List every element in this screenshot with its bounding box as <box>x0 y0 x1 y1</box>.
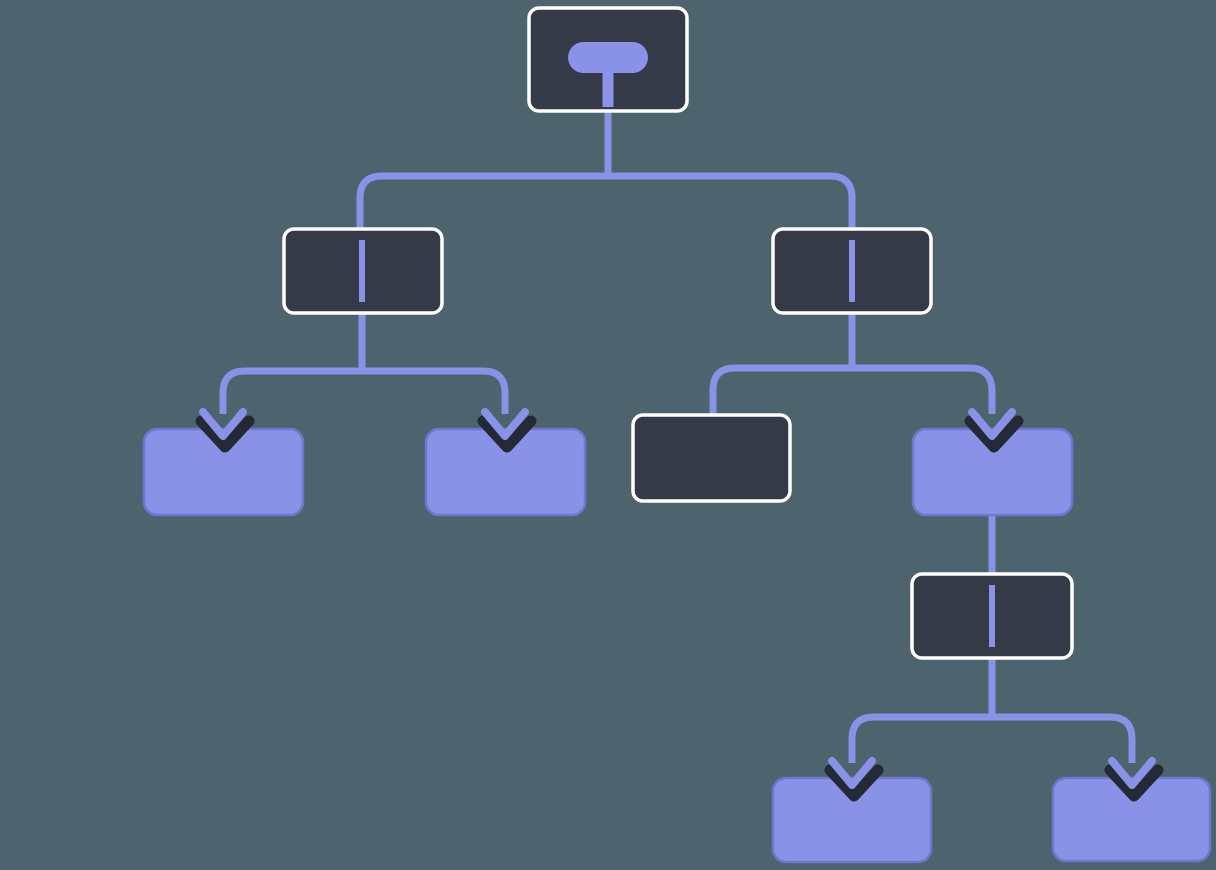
edge-branch-right-to-children <box>709 364 996 418</box>
arrow-down-icon <box>477 408 537 453</box>
arrow-down-icon <box>1104 757 1164 802</box>
node-leaf-e[interactable] <box>771 776 933 864</box>
edge-root-to-branches <box>356 172 856 232</box>
topic-pill-stem <box>602 68 614 107</box>
nodes <box>142 6 1212 864</box>
edge-branch-sub-to-leaves <box>848 713 1136 763</box>
edge-branch-left-to-leaves <box>219 367 509 414</box>
arrow-down-icon <box>195 408 255 453</box>
node-c[interactable] <box>631 413 792 503</box>
topic-pill-icon <box>568 42 648 73</box>
node-leaf-f[interactable] <box>1051 776 1212 863</box>
arrowheads <box>195 408 1164 802</box>
divider-line-icon <box>849 240 855 302</box>
node-leaf-a[interactable] <box>142 427 305 517</box>
divider-line-icon <box>359 240 365 302</box>
node-leaf-d[interactable] <box>911 427 1074 517</box>
arrow-down-icon <box>824 757 884 802</box>
node-glyphs <box>359 42 995 647</box>
connectors <box>219 100 1136 763</box>
node-leaf-b[interactable] <box>424 427 587 517</box>
arrow-down-icon <box>964 408 1024 453</box>
divider-line-icon <box>989 585 995 647</box>
